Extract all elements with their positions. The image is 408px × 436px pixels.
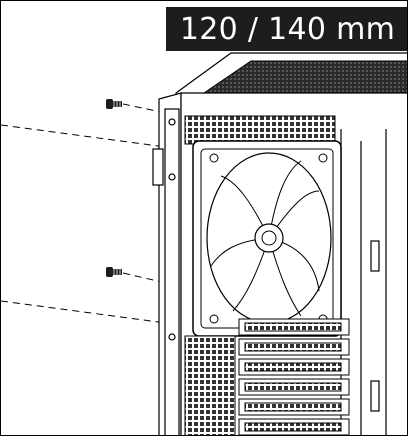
screw-icon <box>106 267 122 277</box>
expansion-slots <box>238 318 350 435</box>
size-label: 120 / 140 mm <box>166 7 407 51</box>
screw-icon <box>106 99 122 109</box>
rear-vent <box>184 115 336 145</box>
lower-vent <box>184 335 236 435</box>
fan <box>192 140 342 337</box>
dashed-guide-lines <box>1 103 167 324</box>
